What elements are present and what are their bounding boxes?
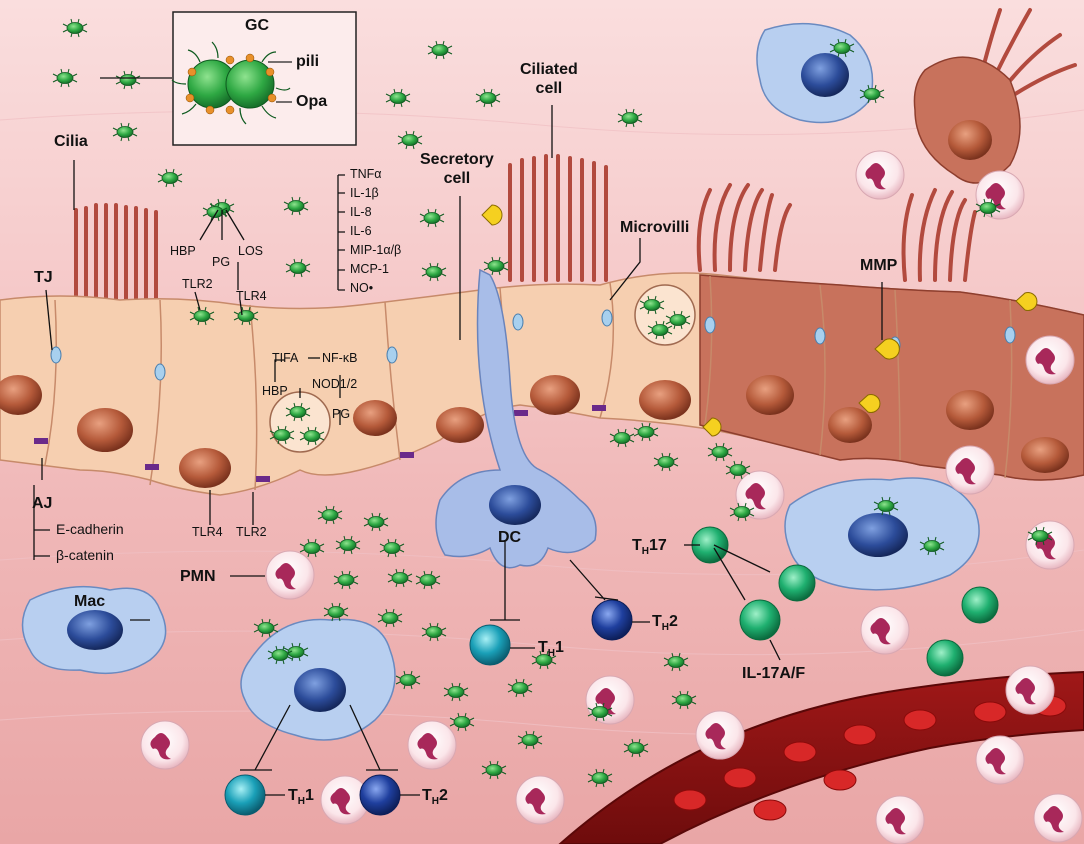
microvilli-label: Microvilli [620, 219, 690, 236]
pg-top-label: PG [212, 255, 231, 269]
opa-label: Opa [296, 93, 328, 110]
b-catenin-label: β-catenin [56, 547, 114, 563]
secretory-cell-label: Secretory cell [420, 151, 494, 187]
cytokine-item: IL-1β [350, 186, 379, 200]
ciliated-cell-label: Ciliated cell [520, 61, 578, 97]
cytokine-item: MIP-1α/β [350, 243, 402, 257]
epithelium-damaged [699, 274, 1084, 481]
epithelial-nuclei [0, 375, 1069, 488]
cytokine-list: TNFα IL-1β IL-8 IL-6 MIP-1α/β MCP-1 NO• [350, 168, 401, 301]
tlr4-top-label: TLR4 [236, 289, 267, 303]
th1-dc-label: TH1 [538, 639, 564, 660]
hbp-top-label: HBP [170, 244, 196, 258]
mmp-label: MMP [860, 257, 898, 274]
t-cells [224, 526, 999, 816]
cytokine-item: IL-8 [350, 205, 372, 219]
hbp-mid-label: HBP [262, 384, 288, 398]
cytokine-item: MCP-1 [350, 262, 389, 276]
cytokine-item: IL-6 [350, 224, 372, 238]
cytokine-item: NO• [350, 281, 374, 295]
cytokine-item: TNFα [350, 167, 382, 181]
red-blood-cells [673, 695, 1067, 821]
th1-mac-label: TH1 [288, 787, 314, 808]
th2-dc-label: TH2 [652, 613, 678, 634]
tifa-label: TIFA [272, 351, 299, 365]
nod-label: NOD1/2 [312, 377, 358, 391]
il17-label: IL-17A/F [742, 665, 806, 682]
leader-lines [33, 77, 883, 796]
tlr2-top-label: TLR2 [182, 277, 213, 291]
gc-inset [171, 11, 357, 146]
nfkb-label: NF-κB [322, 351, 358, 365]
th2-mac-label: TH2 [422, 787, 448, 808]
adherens-junctions [34, 405, 606, 482]
th17-label: TH17 [632, 537, 667, 558]
tj-label: TJ [34, 269, 53, 286]
mmp-markers [481, 204, 1038, 437]
mac-label: Mac [74, 593, 106, 610]
gc-label: GC [245, 17, 269, 34]
dc-label: DC [498, 529, 522, 546]
tlr2-bottom-label: TLR2 [236, 525, 267, 539]
tlr4-bottom-label: TLR4 [192, 525, 223, 539]
cilia-label: Cilia [54, 133, 88, 150]
los-label: LOS [238, 244, 264, 258]
pili-label: pili [296, 53, 320, 70]
aj-label: AJ [32, 495, 53, 512]
cilia [74, 154, 977, 312]
floating-ciliated-cell [913, 56, 1021, 184]
pg-mid-label: PG [332, 407, 351, 421]
dendritic-cell [435, 268, 597, 569]
pmn-label: PMN [180, 568, 216, 585]
e-cadherin-label: E-cadherin [56, 521, 124, 537]
